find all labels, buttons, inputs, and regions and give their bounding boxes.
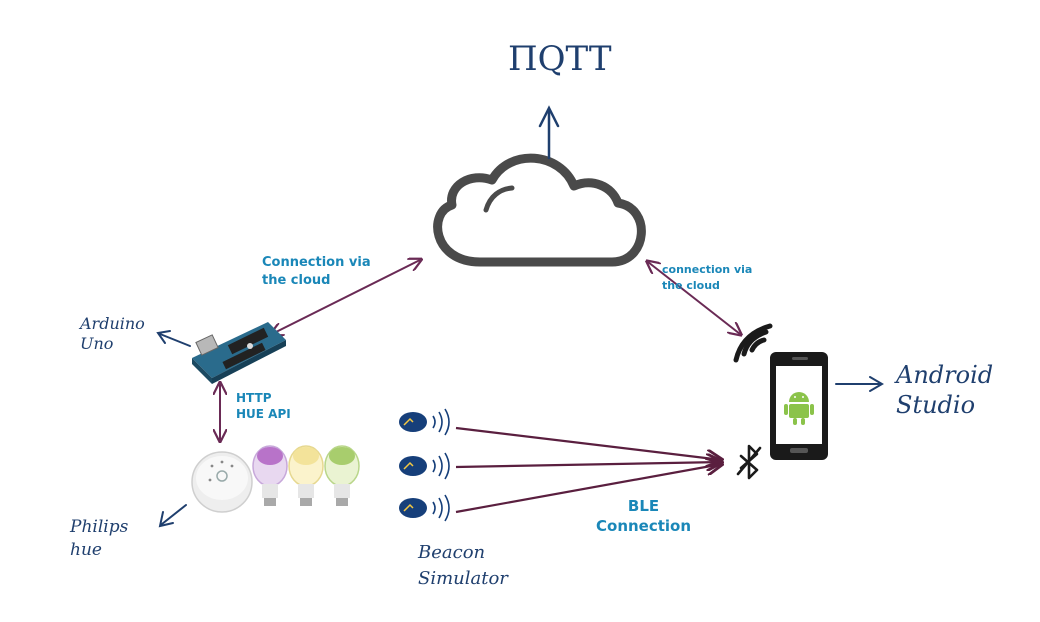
philips-hue-label: Philips hue — [70, 517, 129, 560]
android-logo-icon — [784, 392, 814, 425]
philips-label-arrow — [158, 504, 187, 528]
cloud-arduino-connection — [272, 260, 420, 334]
beacon-icon-1 — [399, 408, 450, 436]
ble-line-1 — [455, 426, 722, 460]
android-label-arrow — [835, 376, 884, 392]
arduino-uno-board — [192, 322, 286, 384]
arduino-uno-label: Arduino Uno — [80, 314, 145, 353]
beacon-simulator-label: Beacon Simulator — [418, 542, 508, 589]
mqtt-arrow — [538, 105, 560, 160]
hue-bulb-yellow — [288, 445, 324, 506]
ble-connection-label: BLE Connection — [596, 497, 692, 535]
http-hue-api-label: HTTP HUE API — [236, 391, 291, 421]
arduino-label-arrow — [156, 330, 191, 347]
cloud-phone-connection — [648, 262, 740, 334]
ble-line-2 — [455, 462, 722, 467]
hue-bulb-green — [324, 445, 360, 506]
bluetooth-icon — [736, 444, 762, 480]
beacon-icon-2 — [399, 452, 450, 480]
cloud-connection-left-label: Connection via the cloud — [262, 255, 371, 288]
cloud-icon — [433, 153, 646, 267]
wifi-signal-icon — [733, 323, 773, 363]
hue-bulb-purple — [252, 445, 288, 506]
ble-line-3 — [455, 464, 722, 514]
hue-bridge — [191, 451, 253, 513]
beacon-icon-3 — [399, 494, 450, 522]
cloud-inner-curve — [483, 185, 515, 213]
cloud-connection-right-label: connection via the cloud — [662, 263, 753, 292]
android-studio-label: Android Studio — [896, 361, 994, 419]
mqtt-label: ΠQTT — [508, 39, 612, 79]
